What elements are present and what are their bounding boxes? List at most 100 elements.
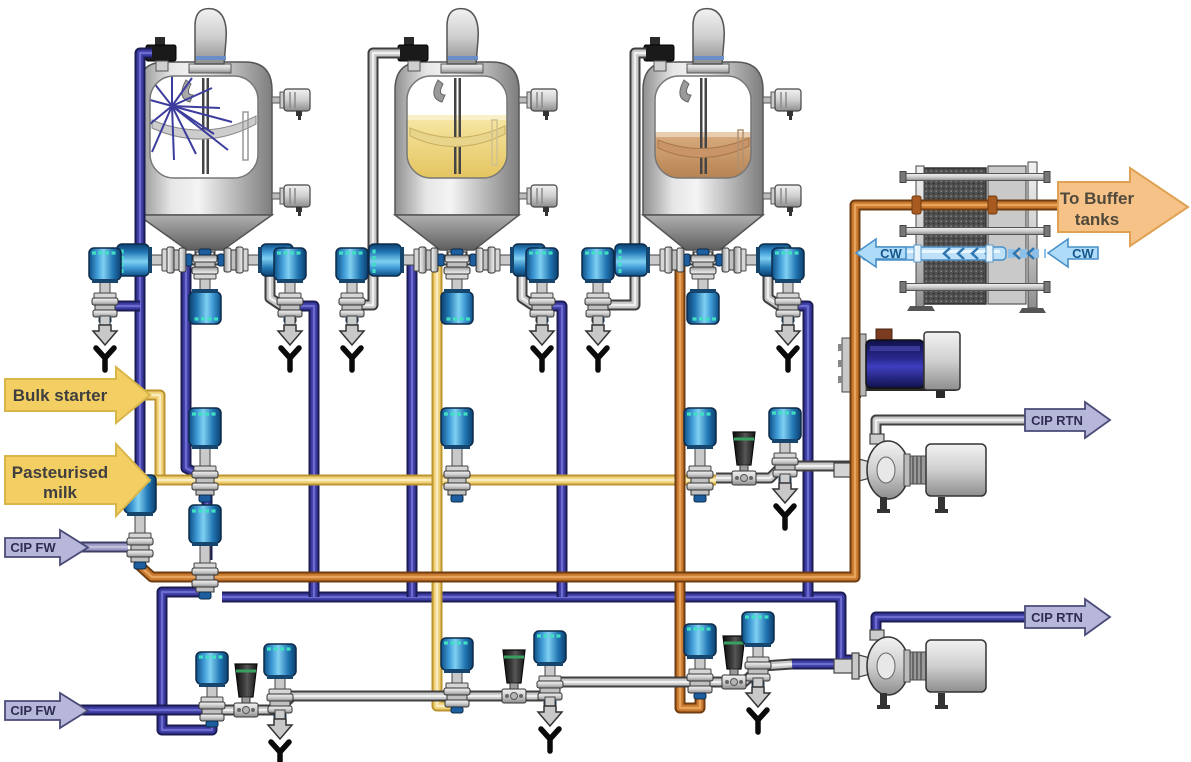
tank1-interior <box>150 76 257 174</box>
cip-spray-icon <box>150 76 233 161</box>
drain-outlet <box>268 710 292 762</box>
level-sensor <box>762 184 802 217</box>
manual-valve <box>720 634 748 691</box>
pasteurised-milk-label-1: Pasteurised <box>12 463 108 482</box>
agitator-motor <box>692 7 725 65</box>
seat-valve <box>532 629 568 708</box>
drain-valve <box>87 246 123 325</box>
seat-valve <box>682 622 718 701</box>
drain-outlet <box>538 697 562 751</box>
cip-fw-label-1: CIP FW <box>10 540 56 555</box>
cw-label-left: CW <box>880 246 902 261</box>
plate-heat-exchanger <box>861 161 1051 313</box>
starter-tank-1 <box>135 7 311 264</box>
pipe-riser-tank2 <box>360 51 400 307</box>
pipe-cip-return-2 <box>872 613 1028 640</box>
pipe-cip-riser-tank1 <box>138 51 152 545</box>
seat-valve <box>767 406 803 485</box>
pasteurised-milk-arrow <box>4 441 152 519</box>
tank-inlet-valve-block <box>397 44 429 62</box>
motor-band <box>694 56 724 60</box>
drain-outlet <box>746 678 770 732</box>
drain-valve <box>334 246 370 325</box>
inlet-nub <box>404 37 414 46</box>
to-buffer-label-2: tanks <box>1075 210 1119 229</box>
level-sensor <box>762 88 802 121</box>
cw-label-right: CW <box>1072 246 1094 261</box>
tank3-interior <box>655 78 751 178</box>
mixproof-valve <box>682 406 718 504</box>
manual-valve <box>500 648 528 705</box>
cip-return-pump-2 <box>833 629 987 710</box>
pipe-coupling <box>911 195 922 215</box>
agitator-motor <box>194 7 227 65</box>
tank-cone <box>135 214 275 251</box>
inlet-nub <box>650 37 660 46</box>
seat-valve <box>613 242 692 278</box>
seat-valve <box>740 610 776 689</box>
mixproof-valve <box>439 406 475 504</box>
motor-band <box>196 56 226 60</box>
drain-valve <box>272 246 308 325</box>
level-sensor <box>518 184 558 217</box>
starter-tank-2 <box>392 7 558 264</box>
pipe-tank1-drain-riser <box>297 304 316 597</box>
pipe-cip-return-1 <box>870 414 1026 444</box>
drain-valve <box>770 246 806 325</box>
drain-outlet <box>586 316 610 370</box>
seat-valve <box>685 247 721 326</box>
seat-valve <box>439 636 475 715</box>
to-buffer-tanks-arrow <box>1057 166 1190 248</box>
cip-rtn-label-2: CIP RTN <box>1031 610 1083 625</box>
drain-valve <box>524 246 560 325</box>
drain-outlet <box>776 316 800 370</box>
starter-tank-3 <box>640 7 802 264</box>
drain-valve <box>580 246 616 325</box>
tank-cone <box>640 214 766 251</box>
cip-fw-label-2: CIP FW <box>10 703 56 718</box>
tank2-interior <box>407 78 507 178</box>
level-sensor <box>518 88 558 121</box>
valve-matrix <box>87 242 806 762</box>
manual-valve <box>730 430 758 487</box>
pipe-tank3-drain-riser <box>795 304 810 597</box>
motor-band <box>448 56 478 60</box>
cw-arrow-right <box>1046 237 1099 269</box>
drain-outlet <box>773 474 797 528</box>
seat-valve <box>115 242 194 278</box>
drain-outlet <box>530 316 554 370</box>
cip-rtn-label-1: CIP RTN <box>1031 413 1083 428</box>
motor-base <box>686 63 730 74</box>
hx-plate-stack <box>921 167 987 305</box>
inlet-nub <box>155 37 165 46</box>
agitator-paddle <box>409 125 506 147</box>
motor-base <box>188 63 232 74</box>
seat-valve <box>194 650 230 729</box>
drain-outlet <box>340 316 364 370</box>
pasteurised-milk-label-2: milk <box>43 483 78 502</box>
mixproof-valve <box>187 503 223 601</box>
cip-fw-arrow-2 <box>4 691 90 730</box>
bulk-starter-arrow <box>4 364 152 426</box>
seat-valve <box>187 247 223 326</box>
drain-outlet <box>278 316 302 370</box>
drain-outlet <box>93 316 117 370</box>
cw-arrow-left <box>854 237 907 269</box>
to-buffer-label-1: To Buffer <box>1060 189 1135 208</box>
hx-tie-bars <box>899 171 1051 293</box>
pipe-riser-tank3 <box>606 51 646 307</box>
motor-base <box>440 63 484 74</box>
bulk-starter-label: Bulk starter <box>13 386 108 405</box>
mixproof-valve <box>187 406 223 504</box>
agitator-paddle <box>151 115 257 140</box>
agitator-paddle <box>657 137 750 158</box>
liquid-level <box>407 118 507 178</box>
cip-rtn-arrow-1 <box>1024 400 1112 440</box>
seat-valve <box>439 247 475 326</box>
manual-valve <box>232 662 260 719</box>
tank-inlet-valve-block <box>643 44 675 62</box>
level-sensor <box>271 88 311 121</box>
pipe-tank2-down <box>408 256 427 597</box>
